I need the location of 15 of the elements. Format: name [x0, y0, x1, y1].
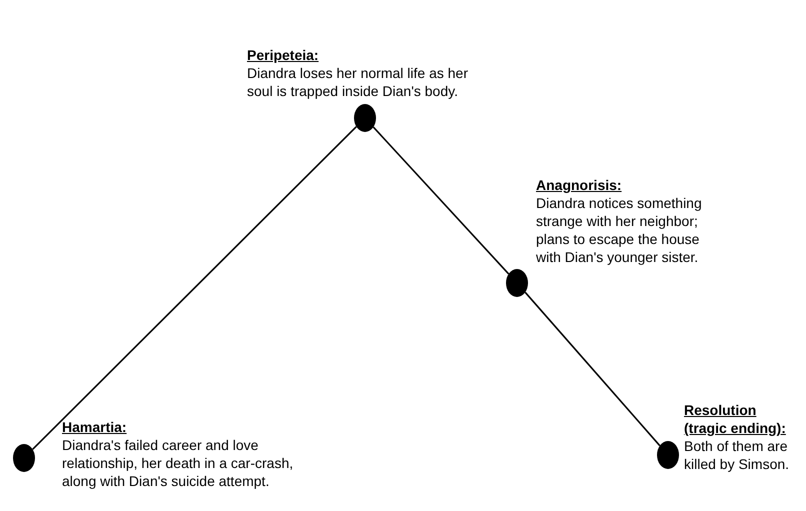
stage-description: Diandra's failed career and love relationship, her death in a car-crash, along with Dian's suicide attempt. — [62, 436, 294, 490]
stage-heading: Peripeteia: — [247, 46, 319, 64]
connector-line — [524, 292, 660, 446]
dot-marker — [13, 444, 35, 472]
stage-heading: Hamartia: — [62, 418, 127, 436]
stage-description: Diandra notices something strange with her neighbor; plans to escape the house with Dian's younger sister. — [536, 194, 703, 266]
dot-marker — [506, 269, 528, 297]
stage-description: Diandra loses her normal life as her soul is trapped inside Dian's body. — [247, 64, 469, 100]
dot-marker — [354, 104, 376, 132]
stage-description: Both of them are killed by Simson. — [684, 437, 790, 473]
stage-heading: Anagnorisis: — [536, 176, 622, 194]
dot-marker — [657, 441, 679, 469]
stage-heading: Resolution (tragic ending): — [684, 401, 787, 437]
connector-line — [32, 126, 357, 450]
connector-line — [372, 126, 510, 274]
